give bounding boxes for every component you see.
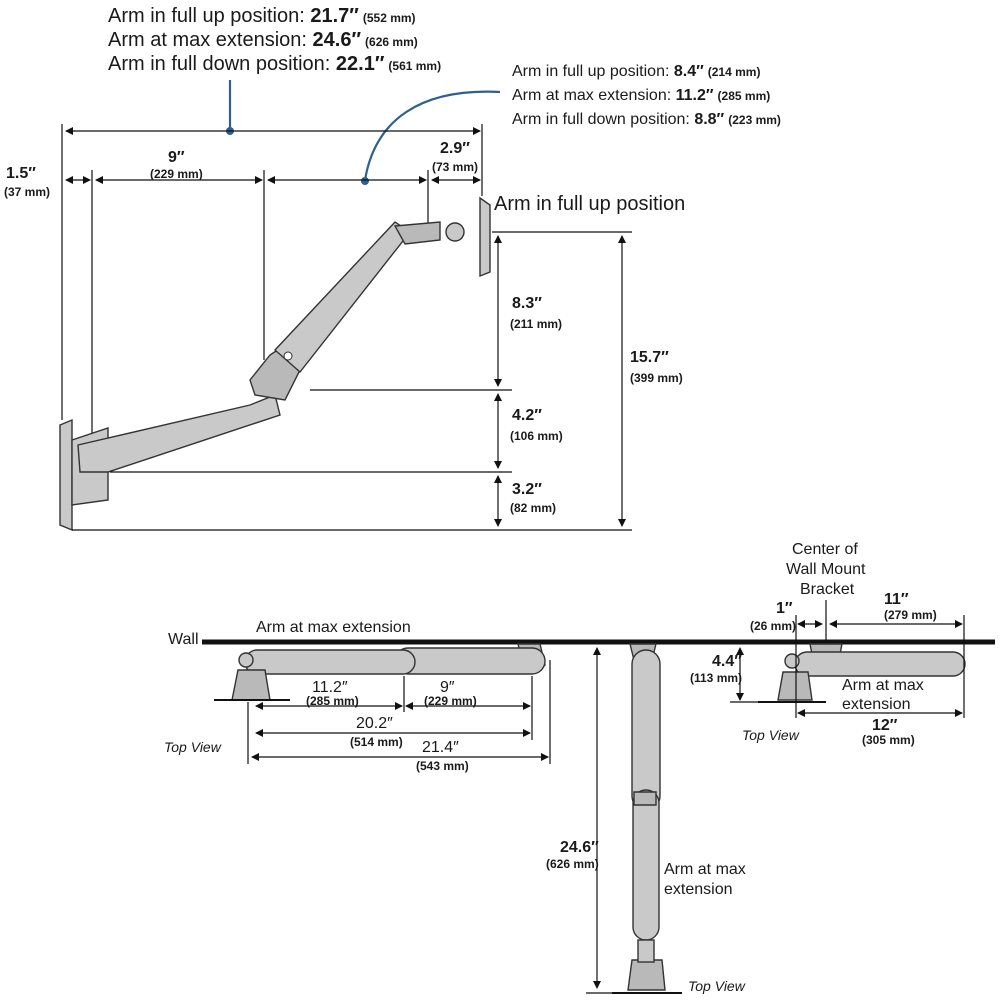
ext-label: Arm at max extension [256, 619, 411, 636]
ext-label-line-1: Arm at max [664, 861, 746, 878]
top-view-left: Wall Arm at max extension 11.2″ (285 mm)… [164, 619, 551, 773]
wall-label: Wall [168, 631, 199, 648]
svg-text:Arm in full up position: 8.4″(: Arm in full up position: 8.4″(214 mm) [512, 63, 760, 80]
head-mount [627, 959, 666, 991]
upper-height-inch: 8.3″ [512, 295, 542, 312]
pivot [283, 351, 293, 361]
leader-line-upper [363, 90, 501, 181]
view-label: Top View [164, 739, 222, 755]
wall-plate [59, 418, 73, 532]
offset-inch: 1″ [776, 600, 793, 617]
depth-inch: 4.4″ [712, 653, 742, 670]
upper-arm [273, 221, 412, 374]
head-mount [777, 671, 813, 701]
upper-height-mm: (211 mm) [510, 317, 562, 331]
lower-arm [631, 649, 661, 811]
mid-height-mm: (106 mm) [510, 429, 563, 443]
dim-c-inch: 20.2″ [356, 715, 393, 732]
svg-text:Arm at max extension: 11.2″(28: Arm at max extension: 11.2″(285 mm) [512, 87, 770, 104]
depth-mm: (113 mm) [690, 671, 742, 685]
overall-width-labels: Arm in full up position: 21.7″(552 mm) A… [108, 5, 441, 75]
total-height-inch: 15.7″ [630, 349, 669, 366]
dim-c-mm: (514 mm) [350, 735, 403, 749]
side-view: Arm in full up position: 21.7″(552 mm) A… [4, 5, 781, 532]
tilt-knob [445, 222, 465, 242]
dim-d-mm: (543 mm) [416, 759, 469, 773]
lower-arm-mm: (229 mm) [150, 167, 203, 181]
total-mm: (305 mm) [862, 733, 915, 747]
position-label: Arm in full up position [494, 193, 685, 215]
base-height-mm: (82 mm) [510, 501, 556, 515]
monitor-arm-top-left [214, 643, 546, 701]
svg-text:Arm at max extension: 24.6″(62: Arm at max extension: 24.6″(626 mm) [108, 29, 418, 51]
elbow [633, 791, 657, 806]
monitor-arm-top-center [612, 643, 682, 994]
tilt-link [637, 939, 655, 963]
head-mm: (73 mm) [432, 160, 478, 174]
dim-b-inch: 9″ [440, 679, 455, 696]
lower-arm [77, 394, 281, 473]
lower-arm-inch: 9″ [168, 149, 185, 166]
svg-text:Arm in full down position: 8.8: Arm in full down position: 8.8″(223 mm) [512, 111, 781, 128]
tilt-knob [784, 653, 800, 669]
wall-offset-mm: (37 mm) [4, 185, 50, 199]
mid-height-inch: 4.2″ [512, 407, 542, 424]
view-label: Top View [688, 978, 746, 994]
base-height-inch: 3.2″ [512, 481, 542, 498]
offset-mm: (26 mm) [750, 619, 796, 633]
upper-arm [244, 649, 416, 675]
wall-offset-inch: 1.5″ [6, 165, 36, 182]
ext-label-line-2: extension [664, 881, 733, 898]
dim-d-inch: 21.4″ [422, 739, 459, 756]
dim-a-inch: 11.2″ [312, 679, 348, 696]
upper-arm-width-labels: Arm in full up position: 8.4″(214 mm) Ar… [512, 63, 781, 128]
leader-dot [361, 177, 369, 185]
depth-mm: (626 mm) [546, 857, 599, 871]
ext-label-line-2: extension [842, 696, 911, 713]
dim-a-mm: (285 mm) [306, 694, 359, 708]
monitor-arm-side [59, 196, 491, 532]
center-label-line-1: Center of [792, 541, 858, 558]
reach-inch: 11″ [884, 591, 909, 608]
lower-arm [394, 647, 546, 675]
total-height-mm: (399 mm) [630, 371, 683, 385]
dim-b-mm: (229 mm) [424, 694, 477, 708]
top-view-right: Center of Wall Mount Bracket 1″ (26 mm) … [690, 541, 966, 747]
top-view-center: 24.6″ (626 mm) Arm at max extension Top … [546, 643, 746, 994]
reach-mm: (279 mm) [884, 608, 937, 622]
vesa-plate [479, 196, 491, 278]
ext-label-line-1: Arm at max [842, 677, 924, 694]
head-mount [231, 669, 271, 701]
center-label-line-2: Wall Mount [786, 561, 866, 578]
upper-arm [632, 789, 660, 941]
center-label-line-3: Bracket [800, 581, 855, 598]
tilt-knob [238, 652, 254, 668]
view-label: Top View [742, 727, 800, 743]
tilt-link [393, 221, 441, 245]
depth-inch: 24.6″ [560, 839, 599, 856]
head-inch: 2.9″ [440, 140, 470, 157]
svg-text:Arm in full down position: 22.: Arm in full down position: 22.1″(561 mm) [108, 53, 441, 75]
svg-text:Arm in full up position: 21.7″: Arm in full up position: 21.7″(552 mm) [108, 5, 416, 27]
total-inch: 12″ [872, 717, 898, 734]
arm [794, 651, 966, 677]
